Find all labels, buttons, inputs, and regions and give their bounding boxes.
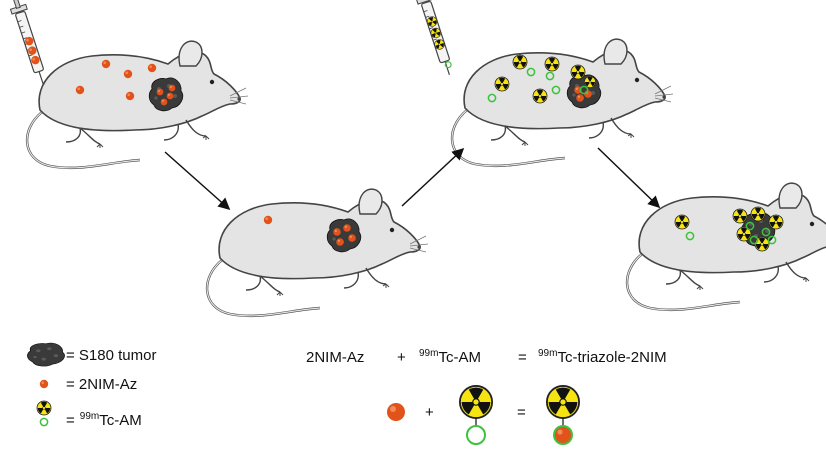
icon-plus: + [425, 404, 434, 421]
tumor-2 [326, 218, 362, 253]
mouse-panel-4 [625, 181, 826, 312]
legend-tracer-label: =99mTc-AM [66, 411, 142, 429]
legend-probe-icon [39, 379, 49, 389]
mouse-panel-1 [5, 0, 250, 170]
tumor-1 [148, 77, 184, 112]
icon-equals: = [517, 404, 526, 421]
reactant-2: 99mTc-AM [419, 348, 481, 366]
product: 99mTc-triazole-2NIM [538, 348, 667, 366]
syringe-probe [5, 0, 52, 88]
legend-tumor-icon [26, 342, 66, 367]
reaction-plus: + [397, 349, 406, 366]
icon-probe [387, 403, 405, 421]
legend-tumor-label: = S180 tumor [66, 347, 156, 364]
flow-arrows [164, 147, 661, 210]
legend-tracer-icon [36, 400, 52, 427]
arrow-1-to-2 [164, 151, 231, 210]
legend-probe-label: = 2NIM-Az [66, 376, 137, 393]
arrow-3-to-4 [597, 147, 661, 209]
icon-equation: + = [387, 384, 581, 445]
mouse-panel-3 [411, 0, 675, 168]
icon-product [545, 384, 581, 445]
legend: = S180 tumor = 2NIM-Az =99mTc-AM [26, 342, 156, 429]
probe-dot-2 [263, 215, 273, 225]
reactant-1: 2NIM-Az [306, 349, 364, 366]
syringe-tracer [411, 0, 458, 78]
mouse-panel-2 [205, 187, 430, 318]
arrow-2-to-3 [401, 147, 465, 207]
reaction-equals: = [518, 349, 527, 366]
tumor-3 [566, 74, 602, 109]
reaction-equation: 2NIM-Az + 99mTc-AM = 99mTc-triazole-2NIM [306, 348, 667, 366]
icon-tracer [458, 384, 494, 445]
